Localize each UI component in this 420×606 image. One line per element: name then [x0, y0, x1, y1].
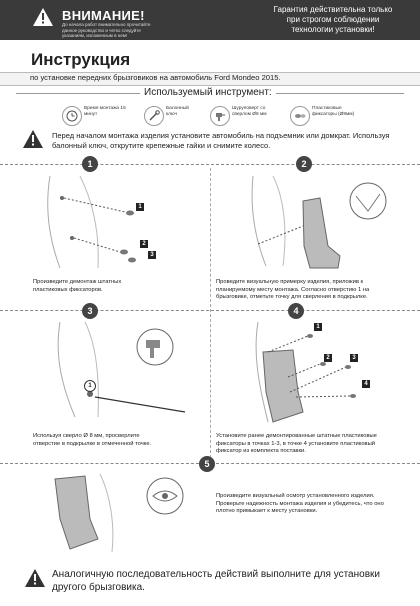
step-caption: Установите ранее демонтированные штатные… [216, 433, 377, 454]
footer-note: Аналогичную последовательность действий … [0, 560, 420, 606]
column-separator [210, 168, 212, 458]
step2-illustration [251, 176, 387, 269]
step-number: 1 [82, 156, 98, 172]
wrench-icon [144, 106, 164, 126]
page-title: Инструкция [31, 50, 131, 69]
footer-text: Аналогичную последовательность действий … [52, 569, 380, 593]
page-subtitle: по установке передних брызговиков на авт… [30, 73, 281, 82]
tool-label: Балонный ключ [166, 106, 189, 117]
step-caption: Произведите визуальный осмотр установлен… [216, 493, 384, 514]
step-number: 3 [82, 303, 98, 319]
callout-number: 1 [314, 323, 322, 331]
warning-banner: ВНИМАНИЕ! До начала работ внимательно пр… [0, 0, 420, 40]
callout-number: 1 [136, 203, 144, 211]
callout-number: 3 [148, 251, 156, 259]
callout-number: 1 [84, 380, 96, 392]
step-caption: Произведите демонтаж штатных пластиковых… [33, 279, 122, 293]
step-caption: Проведите визуальную примерку изделия, п… [216, 279, 370, 300]
tool-label: Время монтажа 15 минут [84, 106, 126, 117]
step-caption: Используя сверло Ø 8 мм, просверлите отв… [33, 433, 152, 447]
warning-subtitle: До начала работ внимательно прочитайте д… [62, 22, 151, 38]
tool-label: Шуруповерт со сверлом Ø8 мм [232, 106, 267, 117]
warning-icon [25, 569, 45, 587]
step4-illustration [255, 322, 356, 423]
warning-icon [23, 130, 43, 148]
drill-icon [210, 106, 230, 126]
pre-install-notice: Перед началом монтажа изделия установите… [22, 129, 412, 155]
step-separator [0, 164, 420, 166]
subtitle-bar [0, 72, 420, 86]
step5-illustration [54, 474, 184, 553]
step-number: 5 [199, 456, 215, 472]
step-number: 4 [288, 303, 304, 319]
step3-illustration [57, 322, 186, 418]
tool-label: Пластиковые фиксаторы (Ø8мм) [312, 106, 355, 117]
notice-text: Перед началом монтажа изделия установите… [52, 131, 390, 150]
callout-number: 4 [362, 380, 370, 388]
warning-title: ВНИМАНИЕ! [62, 8, 145, 23]
step1-illustration [47, 176, 136, 269]
tools-header: Используемый инструмент: [0, 87, 420, 101]
clock-icon [62, 106, 82, 126]
clip-icon [290, 106, 310, 126]
tools-header-label: Используемый инструмент: [140, 87, 276, 98]
callout-number: 3 [350, 354, 358, 362]
callout-number: 2 [140, 240, 148, 248]
warning-icon [33, 8, 53, 26]
warranty-note: Гарантия действительна только при строго… [273, 5, 393, 34]
step-number: 2 [296, 156, 312, 172]
callout-number: 2 [324, 354, 332, 362]
